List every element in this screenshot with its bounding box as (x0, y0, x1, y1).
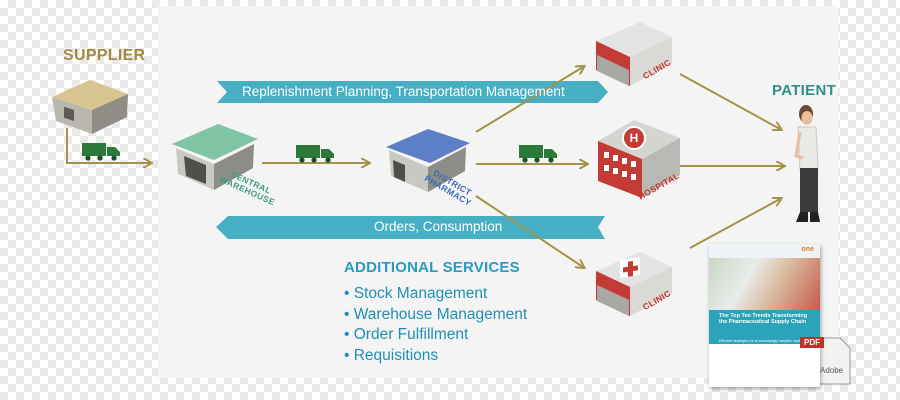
service-item: Requisitions (344, 346, 527, 367)
orders-banner (216, 216, 605, 239)
services-list: Stock Management Warehouse Management Or… (344, 284, 527, 366)
additional-services: ADDITIONAL SERVICES Stock Management War… (344, 259, 527, 366)
supplier-to-warehouse-arrow (66, 128, 150, 163)
orders-banner-text: Orders, Consumption (374, 219, 503, 234)
document-photo (709, 258, 820, 310)
pharmacy-to-clinic-bottom-arrow (475, 195, 583, 267)
clinic-bottom-to-patient-arrow (689, 199, 780, 249)
pdf-label[interactable]: PDF (800, 337, 824, 348)
pharmacy-to-clinic-top-arrow (475, 67, 583, 133)
central-warehouse-icon (172, 124, 258, 190)
person-icon (794, 105, 820, 222)
truck-icon (296, 145, 334, 163)
document-brand: one (801, 246, 814, 253)
hospital-icon: H (598, 120, 680, 198)
service-item: Order Fulfillment (344, 325, 527, 346)
patient-label: PATIENT (772, 82, 837, 99)
truck-icon (519, 145, 557, 163)
supplier-warehouse-icon (52, 80, 128, 134)
adobe-label: Adobe (820, 366, 844, 375)
document-topbar (709, 244, 820, 258)
replenishment-banner-text: Replenishment Planning, Transportation M… (242, 84, 565, 99)
document-title: The Top Ten Trends Transforming the Phar… (719, 313, 808, 325)
document-subtitle: Effective strategies for an increasingly… (719, 339, 804, 343)
district-pharmacy-icon (386, 129, 470, 192)
service-item: Warehouse Management (344, 305, 527, 326)
services-title: ADDITIONAL SERVICES (344, 259, 520, 276)
replenishment-banner (217, 81, 608, 103)
clinic-icon (596, 22, 672, 86)
supplier-label: SUPPLIER (63, 47, 146, 64)
truck-icon (82, 143, 120, 161)
clinic-icon (596, 252, 672, 316)
flow-arrows (66, 67, 783, 267)
clinic-top-to-patient-arrow (679, 73, 780, 129)
service-item: Stock Management (344, 284, 527, 305)
svg-text:H: H (630, 131, 639, 145)
whitepaper-document[interactable]: one The Top Ten Trends Transforming the … (709, 244, 820, 387)
